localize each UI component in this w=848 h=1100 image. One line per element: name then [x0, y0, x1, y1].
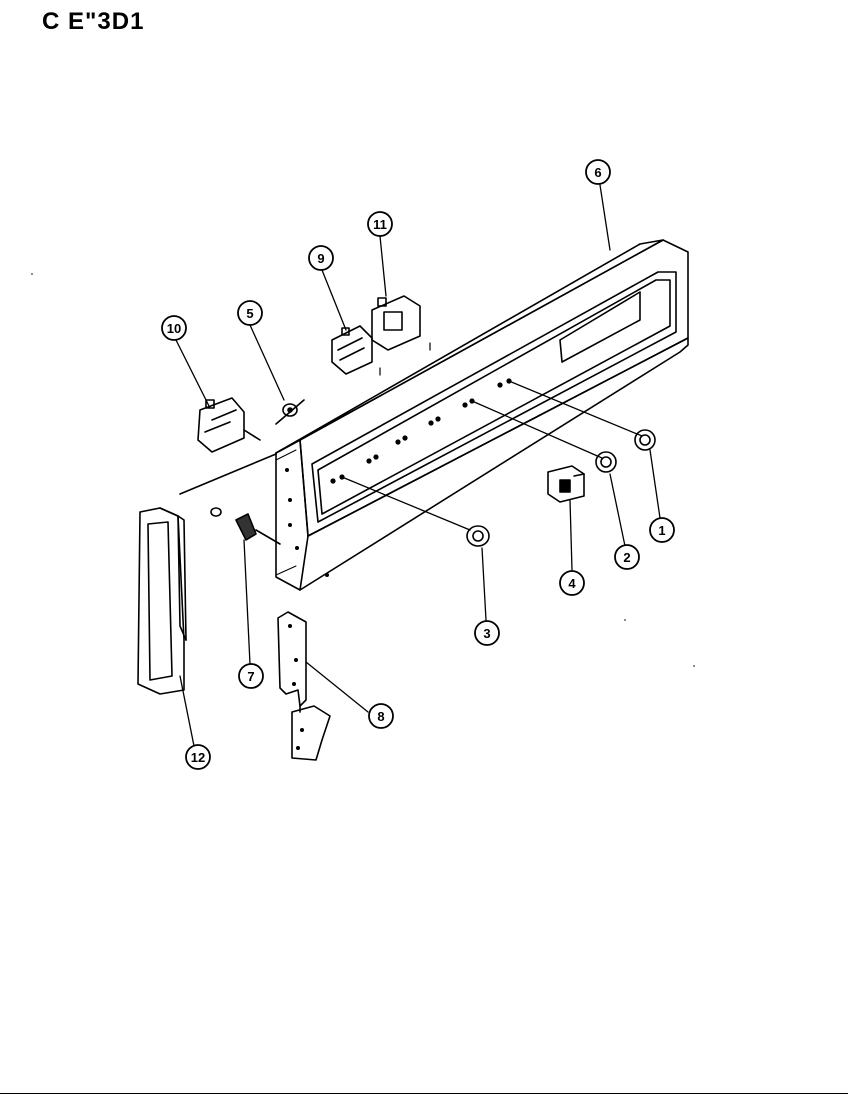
- end-cap-trim: [137, 507, 187, 695]
- svg-text:11: 11: [373, 217, 387, 232]
- svg-text:10: 10: [167, 321, 181, 336]
- svg-text:2: 2: [623, 550, 630, 565]
- knob-7: [179, 453, 281, 545]
- callout-8: 8: [368, 703, 394, 729]
- callouts: 6 11 9 5 10 1 2 4 3 7 8 12: [161, 159, 675, 770]
- callout-7: 7: [238, 663, 264, 689]
- callout-4: 4: [559, 570, 585, 596]
- page-header-code: C E"3D1: [42, 8, 145, 35]
- leader-lines: [175, 184, 661, 747]
- panel-button-holes: [330, 378, 512, 484]
- svg-text:3: 3: [483, 626, 490, 641]
- nut-5: [275, 399, 305, 425]
- callout-2: 2: [614, 544, 640, 570]
- svg-text:1: 1: [658, 523, 665, 538]
- callout-9: 9: [308, 245, 334, 271]
- svg-text:8: 8: [377, 709, 384, 724]
- switch-10: [197, 397, 261, 453]
- callout-12: 12: [185, 744, 211, 770]
- knob-2: [595, 451, 617, 473]
- knob-1: [634, 429, 656, 451]
- switch-4: [547, 465, 585, 503]
- svg-text:5: 5: [246, 306, 253, 321]
- callout-5: 5: [237, 300, 263, 326]
- footer-rule: [0, 1093, 848, 1094]
- svg-text:7: 7: [247, 669, 254, 684]
- svg-text:6: 6: [594, 165, 601, 180]
- switch-11: [371, 295, 421, 351]
- scan-specks: [31, 273, 695, 667]
- knob-3: [466, 525, 490, 547]
- callout-10: 10: [161, 315, 187, 341]
- bracket-8: [277, 611, 331, 761]
- callout-1: 1: [649, 517, 675, 543]
- side-mounting-holes: [285, 468, 329, 577]
- svg-text:4: 4: [568, 576, 576, 591]
- control-panel: [275, 239, 689, 591]
- svg-text:9: 9: [317, 251, 324, 266]
- callout-6: 6: [585, 159, 611, 185]
- svg-text:12: 12: [191, 750, 205, 765]
- callout-11: 11: [367, 211, 393, 237]
- callout-3: 3: [474, 620, 500, 646]
- switch-9: [331, 325, 373, 375]
